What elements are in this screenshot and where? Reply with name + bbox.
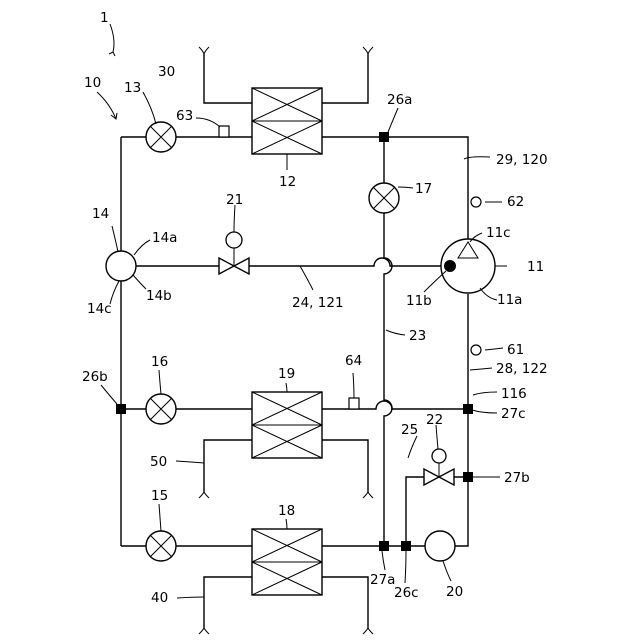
heat-exchanger-19 [252,392,322,458]
junction-26c [401,541,411,551]
label-joint-27b: 27b [504,470,530,486]
label-node-116: 116 [501,386,527,402]
label-valve4way: 14 [92,206,109,222]
label-sensor-63: 63 [176,108,193,124]
label-port-b: 11b [406,293,432,309]
label-circuit-30: 30 [158,64,175,80]
sensor-61 [471,345,481,355]
label-joint-27c: 27c [501,406,526,422]
label-hx-12: 12 [279,174,296,190]
label-joint-26b: 26b [82,369,108,385]
label-pump-20: 20 [446,584,463,600]
solenoid-valve-22 [424,449,454,485]
label-valve-16: 16 [151,354,168,370]
label-valve-22: 22 [426,412,443,428]
label-sensor-62: 62 [507,194,524,210]
junction-27a [379,541,389,551]
label-pipe-25: 25 [401,422,418,438]
junction-27b [463,472,473,482]
expansion-valve-13 [146,122,176,152]
label-circuit-50: 50 [150,454,167,470]
label-hx-19: 19 [278,366,295,382]
label-sensor-64: 64 [345,353,362,369]
label-circuit: 10 [84,75,101,91]
label-joint-26c: 26c [394,585,419,601]
label-compressor: 11 [527,259,544,275]
label-valve4way-c: 14c [87,301,112,317]
label-port-c: 11c [486,225,511,241]
label-pipe-24: 24, 121 [292,295,344,311]
label-circuit-40: 40 [151,590,168,606]
expansion-valve-15 [146,531,176,561]
four-way-valve-14 [106,251,136,281]
sensor-64 [349,398,359,409]
label-valve-17: 17 [415,181,432,197]
label-hx-18: 18 [278,503,295,519]
solenoid-valve-21 [219,232,249,274]
junction-27c [463,404,473,414]
expansion-valve-16 [146,394,176,424]
heat-exchanger-12 [252,88,322,154]
junction-26a [379,132,389,142]
label-system: 1 [100,10,109,26]
label-joint-27a: 27a [370,572,395,588]
compressor-11 [441,239,495,293]
label-port-a: 11a [497,292,522,308]
label-valve4way-a: 14a [152,230,177,246]
label-joint-26a: 26a [387,92,412,108]
label-valve-15: 15 [151,488,168,504]
sensor-63 [219,126,229,137]
label-valve-13: 13 [124,80,141,96]
label-sensor-61: 61 [507,342,524,358]
pump-20 [425,531,455,561]
label-pipe-23: 23 [409,328,426,344]
sensor-62 [471,197,481,207]
compressor-port-dot [444,260,456,272]
label-valve4way-b: 14b [146,288,172,304]
label-pipe-29: 29, 120 [496,152,548,168]
heat-exchanger-18 [252,529,322,595]
expansion-valve-17 [369,183,399,213]
label-valve-21: 21 [226,192,243,208]
junction-26b [116,404,126,414]
label-pipe-28: 28, 122 [496,361,548,377]
